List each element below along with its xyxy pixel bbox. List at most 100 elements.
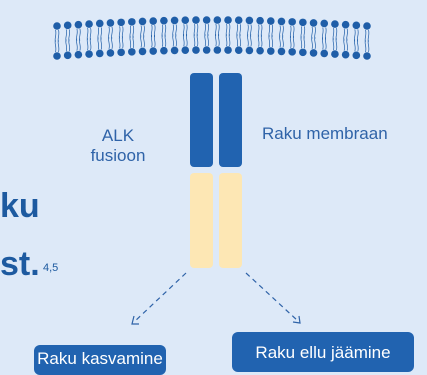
lipid-head-upper — [224, 16, 232, 24]
lipid-head-lower — [245, 46, 254, 55]
lipid-head-upper — [202, 16, 211, 24]
lipid-head-upper — [117, 18, 125, 27]
lipid-tail-lower — [111, 36, 113, 50]
lipid-tail-lower — [129, 35, 132, 48]
lipid-tail-lower — [196, 33, 199, 47]
lipid-tail-lower — [354, 39, 356, 52]
lipid-tail-lower — [79, 38, 81, 51]
lipid-head-lower — [74, 50, 83, 59]
citation-superscript: 4,5 — [43, 262, 59, 274]
lipid-head-upper — [181, 16, 190, 25]
lipid-tail-lower — [324, 37, 327, 50]
lipid-head-upper — [277, 17, 286, 26]
arrow-to-survival — [245, 272, 299, 322]
lipid-head-lower — [256, 46, 264, 55]
truncated-heading-fragment-1: ku — [0, 187, 40, 225]
outcome-cell-survival: Raku ellu jäämine — [232, 332, 414, 372]
lipid-head-lower — [149, 47, 158, 55]
cell-membrane-label: Raku membraan — [262, 124, 388, 143]
lipid-head-upper — [299, 18, 307, 27]
alk-fusion-label: ALK fusioon — [88, 126, 148, 166]
lipid-tail-lower — [364, 39, 367, 53]
lipid-tail-lower — [271, 34, 274, 48]
lipid-tail-lower — [357, 39, 359, 52]
lipid-head-upper — [309, 19, 318, 27]
lipid-tail-lower — [108, 36, 110, 50]
lipid-tail-lower — [303, 36, 306, 49]
lipid-head-lower — [117, 48, 125, 57]
lipid-tail-lower — [292, 35, 295, 48]
lipid-tail-lower — [150, 34, 153, 48]
lipid-tail-lower — [282, 35, 284, 48]
lipid-tail-lower — [311, 36, 313, 50]
lipid-head-lower — [288, 48, 296, 56]
lipid-head-upper — [138, 17, 147, 26]
lipid-head-lower — [106, 49, 115, 57]
lipid-tail-lower — [86, 37, 89, 51]
lipid-tail-lower — [250, 34, 252, 47]
cell-membrane-bilayer — [53, 16, 371, 60]
lipid-head-lower — [53, 52, 61, 60]
lipid-head-upper — [363, 22, 371, 30]
lipid-head-lower — [309, 49, 318, 57]
lipid-head-upper — [256, 16, 264, 25]
lipid-tail-lower — [97, 37, 100, 50]
lipid-tail-lower — [215, 33, 217, 47]
lipid-tail-lower — [236, 34, 238, 47]
lipid-tail-lower — [289, 35, 292, 48]
lipid-head-lower — [299, 48, 307, 57]
lipid-tail-lower — [204, 33, 206, 47]
lipid-tail-lower — [143, 35, 145, 48]
lipid-tail-lower — [76, 38, 78, 51]
truncated-heading-fragment-2: st. — [0, 245, 40, 283]
lipid-tail-lower — [268, 34, 271, 48]
arrow-to-growth — [133, 272, 187, 323]
lipid-head-lower — [170, 46, 179, 55]
fusion-partner-domain-left — [190, 173, 213, 268]
lipid-tail-lower — [239, 34, 241, 47]
lipid-tail-lower — [300, 36, 303, 49]
lipid-head-lower — [363, 52, 371, 60]
lipid-head-lower — [266, 47, 275, 55]
lipid-head-upper — [341, 20, 350, 29]
lipid-tail-lower — [54, 39, 57, 53]
lipid-tail-lower — [161, 34, 164, 47]
lipid-tail-lower — [218, 33, 220, 47]
lipid-tail-lower — [65, 39, 67, 52]
lipid-head-upper — [63, 21, 72, 30]
lipid-head-lower — [320, 49, 329, 58]
lipid-tail-lower — [183, 34, 185, 47]
lipid-tail-lower — [260, 34, 263, 47]
lipid-head-lower — [202, 46, 211, 54]
lipid-tail-lower — [140, 35, 142, 48]
lipid-head-upper — [74, 20, 83, 29]
lipid-tail-lower — [172, 34, 174, 47]
lipid-tail-lower — [175, 34, 177, 47]
lipid-head-upper — [245, 16, 254, 25]
lipid-head-lower — [63, 51, 72, 60]
alk-fusion-label-line2: fusioon — [90, 146, 146, 165]
lipid-head-upper — [234, 16, 243, 25]
lipid-head-upper — [192, 16, 200, 24]
lipid-tail-lower — [132, 35, 135, 48]
lipid-head-upper — [95, 19, 104, 28]
alk-kinase-domain-right — [219, 73, 242, 167]
outcome-cell-growth: Raku kasvamine — [34, 345, 166, 375]
lipid-head-upper — [288, 18, 296, 26]
lipid-head-lower — [181, 46, 190, 55]
lipid-head-lower — [234, 46, 243, 55]
lipid-head-upper — [266, 17, 275, 25]
arrow-to-growth-head — [131, 315, 139, 325]
lipid-tail-lower — [247, 34, 249, 47]
lipid-head-upper — [320, 19, 329, 28]
fusion-partner-domain-right — [219, 173, 242, 268]
lipid-tail-lower — [346, 38, 348, 51]
lipid-head-upper — [160, 16, 168, 25]
lipid-head-upper — [106, 19, 115, 27]
lipid-head-lower — [128, 48, 136, 56]
lipid-head-upper — [352, 21, 361, 30]
lipid-tail-lower — [225, 33, 228, 47]
lipid-head-lower — [85, 50, 93, 58]
lipid-tail-lower — [257, 34, 260, 47]
